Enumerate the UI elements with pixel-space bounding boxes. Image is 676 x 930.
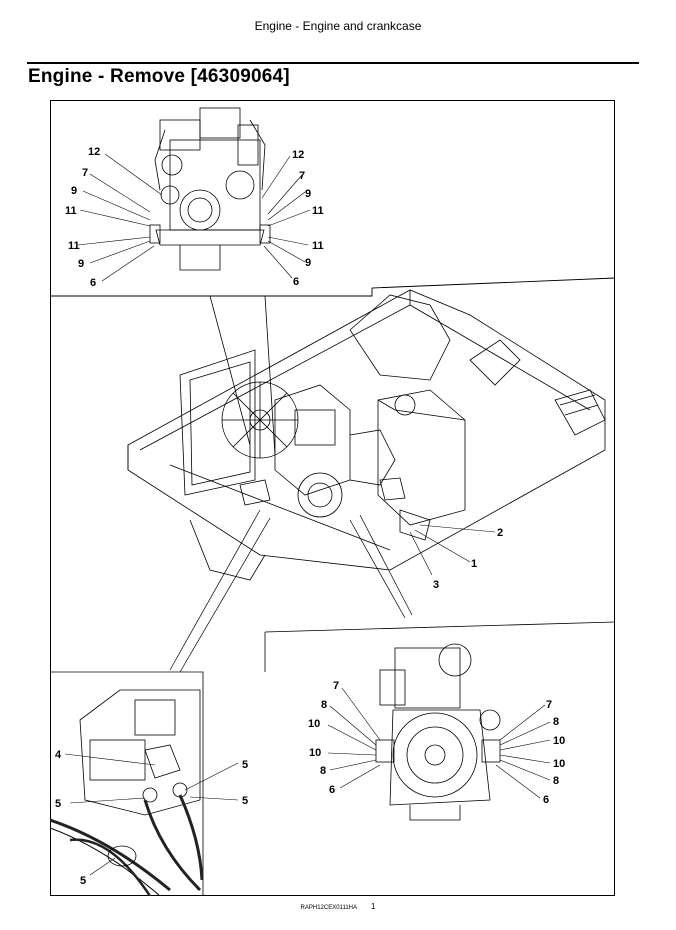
callouts-top-right [261, 155, 311, 279]
running-header: Engine - Engine and crankcase [254, 19, 422, 33]
callout-label: 2 [497, 527, 503, 539]
figure-code: RAPH12CEX0111HA [300, 905, 358, 911]
inset-bottom-left-hoses [50, 671, 204, 896]
callout-label: 7 [546, 699, 552, 711]
callouts-bottom-right-right [495, 704, 551, 799]
callout-label: 7 [333, 680, 339, 692]
callout-label: 6 [90, 277, 96, 289]
callout-label: 5 [242, 795, 248, 807]
figure-number: 1 [371, 902, 376, 911]
callout-label: 8 [553, 775, 559, 787]
callout-label: 5 [55, 798, 61, 810]
labels-top-left: 12 7 9 11 11 9 6 [65, 146, 100, 289]
callout-label: 11 [312, 205, 324, 217]
callout-label: 10 [308, 718, 320, 730]
callout-label: 7 [299, 170, 305, 182]
callout-label: 6 [543, 794, 549, 806]
page-title: Engine - Remove [46309064] [28, 66, 290, 87]
callout-label: 8 [553, 716, 559, 728]
callout-label: 5 [80, 875, 86, 887]
callout-label: 9 [305, 188, 311, 200]
callout-label: 11 [65, 205, 77, 217]
callout-label: 10 [309, 747, 321, 759]
callout-label: 12 [88, 146, 100, 158]
callout-label: 9 [71, 185, 77, 197]
callout-label: 11 [68, 240, 80, 252]
callouts-bottom-left [64, 753, 239, 876]
callouts-top-left [77, 153, 163, 282]
callout-label: 8 [320, 765, 326, 777]
callout-label: 4 [55, 749, 62, 761]
callout-label: 6 [329, 784, 335, 796]
engine-illustration: 12 7 9 11 11 9 6 12 7 9 11 11 9 6 [50, 100, 615, 896]
callout-label: 9 [78, 258, 84, 270]
callout-label: 8 [321, 699, 327, 711]
inset-top-front-view [50, 100, 615, 297]
callouts-bottom-right-left [327, 687, 381, 789]
callout-label: 11 [312, 240, 324, 252]
callout-label: 3 [433, 579, 439, 591]
callout-label: 5 [242, 759, 248, 771]
callout-label: 7 [82, 167, 88, 179]
callout-label: 9 [305, 257, 311, 269]
callouts-main [409, 524, 496, 576]
callout-label: 1 [471, 558, 477, 570]
figure-caption: RAPH12CEX0111HA 1 [0, 902, 676, 911]
header-rule [27, 62, 639, 64]
figure-frame [50, 100, 615, 896]
callout-label: 6 [293, 276, 299, 288]
machine-frame-view [127, 289, 606, 581]
callout-label: 12 [292, 149, 304, 161]
callout-label: 10 [553, 735, 565, 747]
callout-label: 10 [553, 758, 565, 770]
inset-bottom-right-rear-view [264, 621, 615, 821]
labels-top-right: 12 7 9 11 11 9 6 [292, 149, 324, 288]
